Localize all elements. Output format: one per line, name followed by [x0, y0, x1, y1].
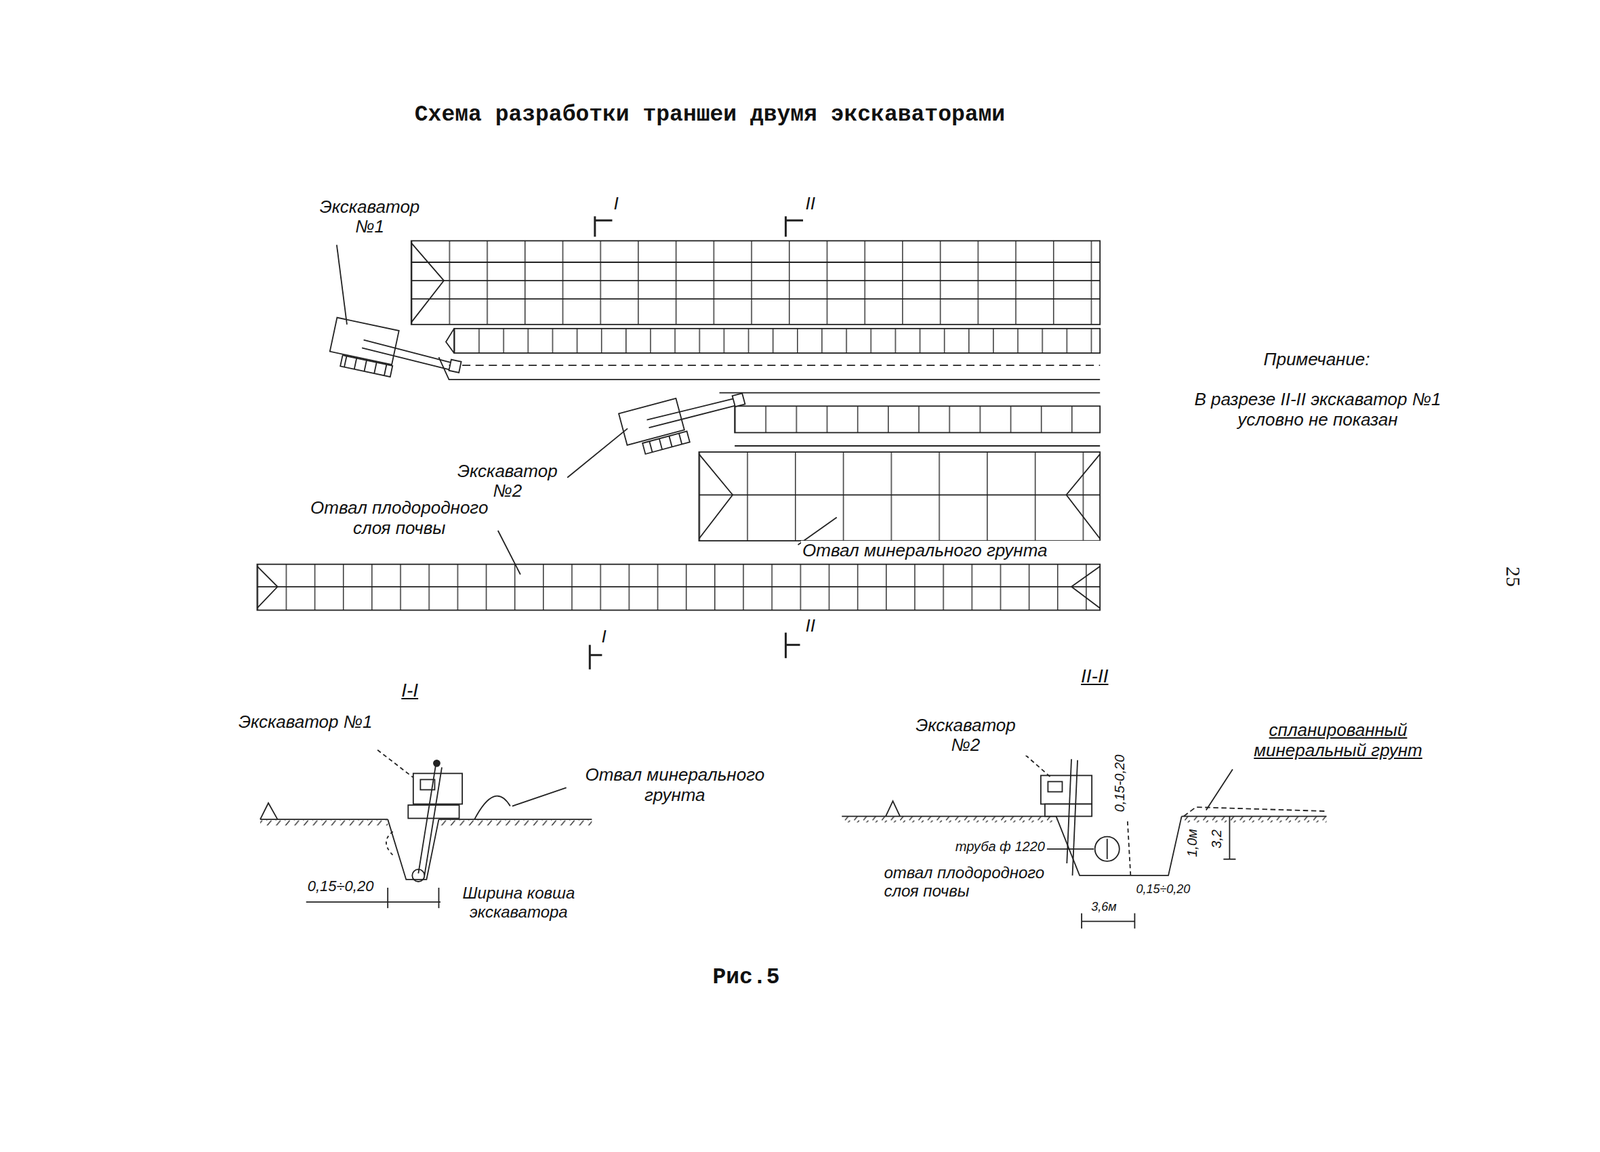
section-mark: I: [611, 193, 620, 215]
caption: Рис.5: [711, 965, 782, 991]
section-mark: II: [804, 193, 817, 215]
dimension: 3,2: [1208, 828, 1224, 850]
section-title: I-I: [399, 679, 420, 702]
note-text: В разрезе II-II экскаватор №1 условно не…: [1168, 389, 1468, 431]
callout-label: спланированный минеральный грунт: [1234, 720, 1442, 762]
callout-label: Экскаватор №1: [232, 712, 379, 733]
dimension: 0,15÷0,20: [306, 877, 376, 895]
note-heading: Примечание:: [1262, 349, 1372, 371]
page-number: 25: [1501, 565, 1526, 589]
dimension: 3,6м: [1089, 899, 1118, 915]
callout-label: Отвал плодородного слоя почвы: [306, 498, 493, 539]
callout-label: Отвал минерального грунта: [566, 765, 784, 806]
dimension: 1,0м: [1183, 827, 1200, 859]
callout-label: Ширина ковша экскаватора: [440, 883, 597, 921]
dimension: 0,15-0,20: [1111, 753, 1127, 814]
section-mark: I: [599, 626, 608, 648]
callout-label: отвал плодородного слоя почвы: [882, 863, 1069, 901]
callout-label: Экскаватор №2: [449, 461, 567, 503]
callout-label: Экскаватор №1: [311, 197, 429, 238]
callout-label: Отвал минерального грунта: [801, 540, 1111, 562]
section-mark: II: [804, 616, 817, 637]
pipe-label: труба ф 1220: [954, 838, 1047, 855]
callout-label: Экскаватор №2: [903, 715, 1029, 757]
section-title: II-II: [1079, 665, 1110, 688]
title: Схема разработки траншеи двумя экскавато…: [413, 102, 1007, 129]
dimension: 0,15÷0,20: [1134, 882, 1192, 897]
